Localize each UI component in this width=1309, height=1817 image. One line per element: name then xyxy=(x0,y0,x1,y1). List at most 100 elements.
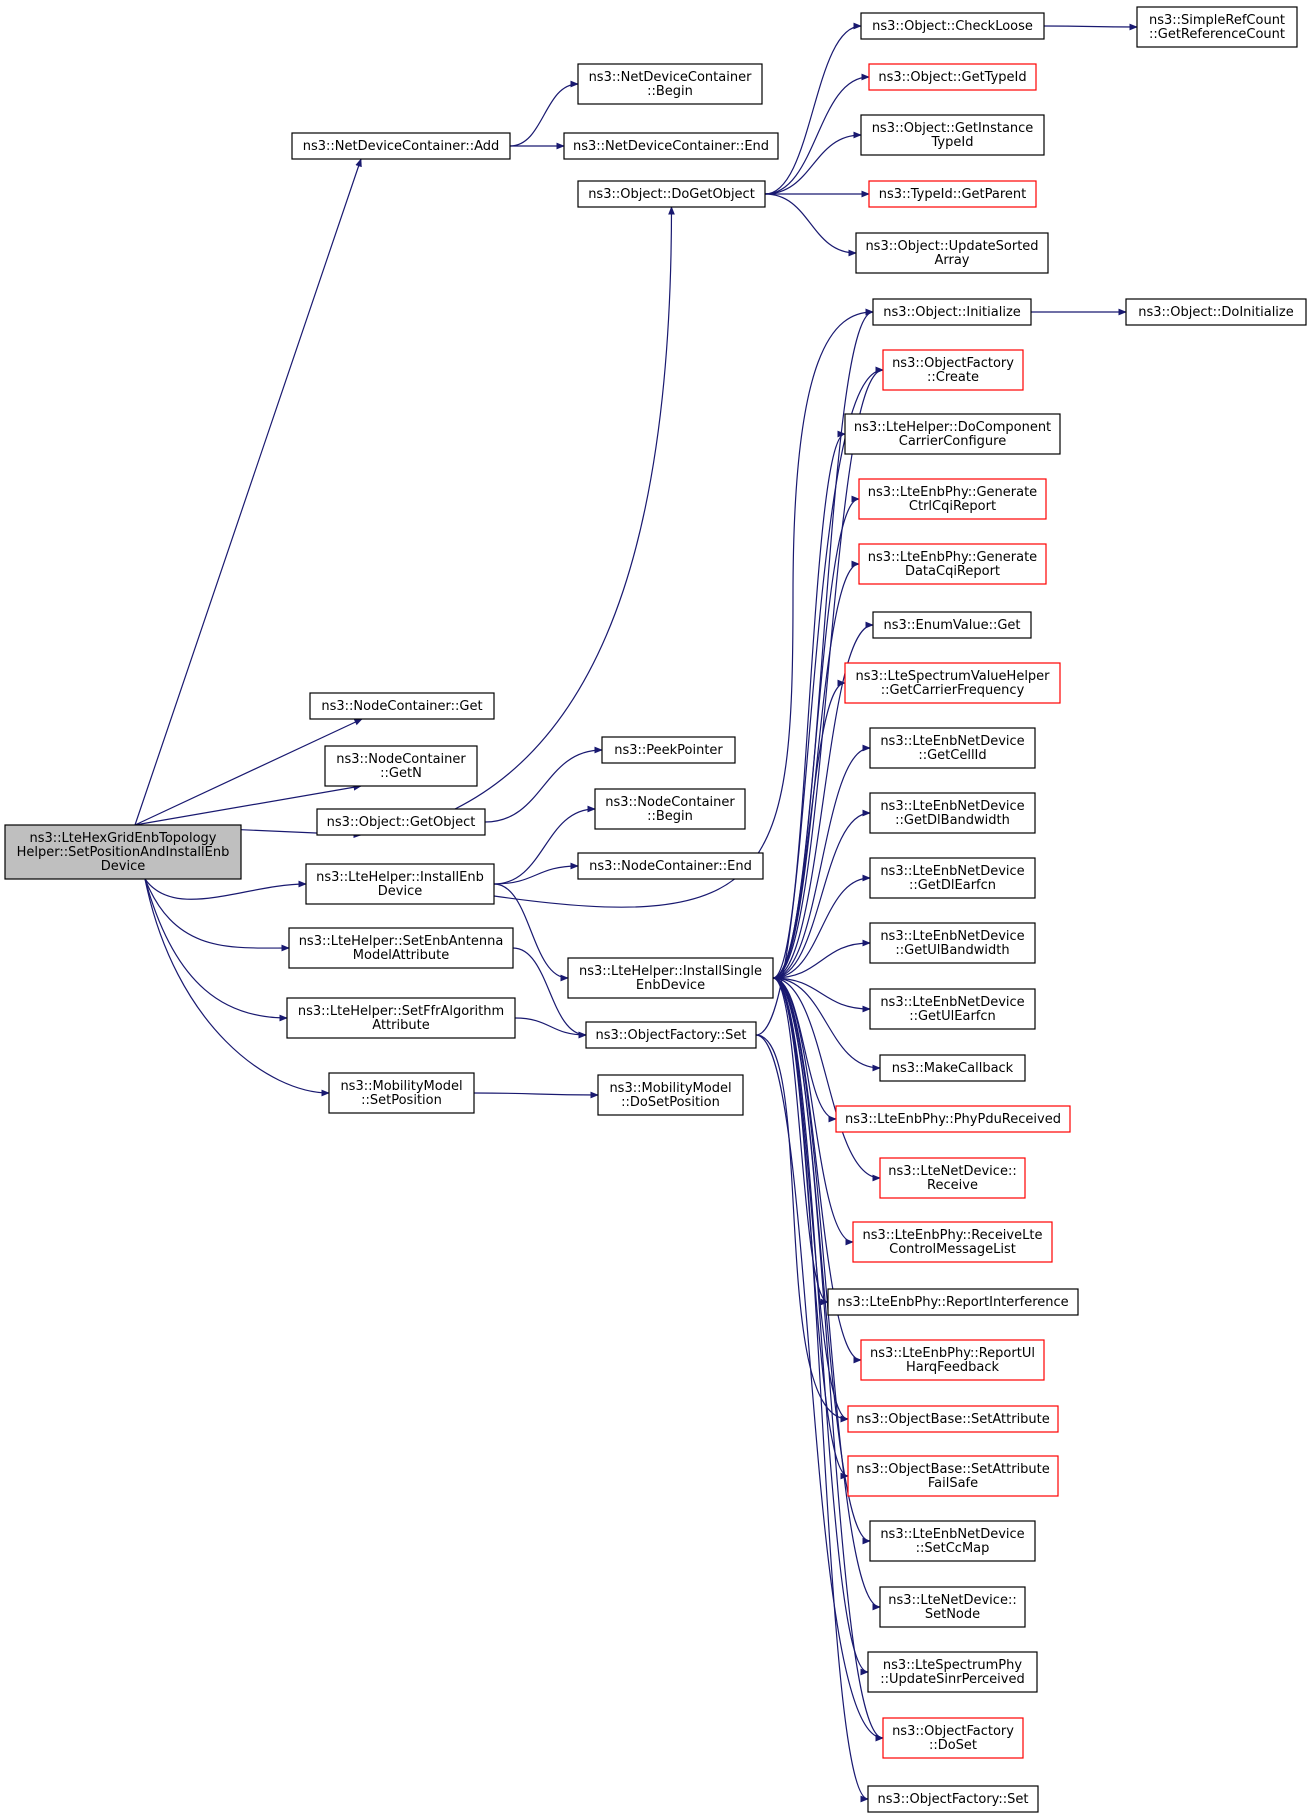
node-box-root[interactable] xyxy=(4,824,242,880)
node-makecallback[interactable]: ns3::MakeCallback xyxy=(879,1054,1026,1082)
node-box-enbnd_getulearfcn[interactable] xyxy=(869,988,1036,1030)
node-lte_setantenna[interactable]: ns3::LteHelper::SetEnbAntennaModelAttrib… xyxy=(288,927,514,969)
node-obj_checkloose[interactable]: ns3::Object::CheckLoose xyxy=(860,12,1045,40)
node-box-of_doset[interactable] xyxy=(882,1717,1024,1759)
node-obj_doinitialize[interactable]: ns3::Object::DoInitialize xyxy=(1125,298,1307,326)
node-enbnd_setccmap[interactable]: ns3::LteEnbNetDevice::SetCcMap xyxy=(869,1520,1036,1562)
node-of_create[interactable]: ns3::ObjectFactory::Create xyxy=(882,349,1024,391)
node-box-enbphy_gendata[interactable] xyxy=(858,543,1047,585)
node-box-ndc_add[interactable] xyxy=(291,132,511,160)
node-nc_end[interactable]: ns3::NodeContainer::End xyxy=(577,852,764,880)
node-box-nc_end[interactable] xyxy=(577,852,764,880)
node-spectrum_getcarrier[interactable]: ns3::LteSpectrumValueHelper::GetCarrierF… xyxy=(844,662,1061,704)
node-of_set_right[interactable]: ns3::ObjectFactory::Set xyxy=(867,1785,1039,1813)
node-ltend_setnode[interactable]: ns3::LteNetDevice::SetNode xyxy=(879,1586,1026,1628)
node-peekpointer[interactable]: ns3::PeekPointer xyxy=(601,736,736,764)
node-box-obj_updatesorted[interactable] xyxy=(855,232,1049,274)
node-enbnd_getdlearfcn[interactable]: ns3::LteEnbNetDevice::GetDlEarfcn xyxy=(869,857,1036,899)
node-box-of_create[interactable] xyxy=(882,349,1024,391)
node-box-lte_installenb[interactable] xyxy=(305,863,495,905)
node-box-ltend_setnode[interactable] xyxy=(879,1586,1026,1628)
node-box-mm_setpos[interactable] xyxy=(328,1072,475,1114)
node-box-nc_begin[interactable] xyxy=(594,788,746,830)
node-enumvalue_get[interactable]: ns3::EnumValue::Get xyxy=(872,611,1032,639)
node-box-lte_docomponent[interactable] xyxy=(844,413,1061,455)
node-box-enbphy_genctrl[interactable] xyxy=(858,478,1047,520)
node-box-lte_setffr[interactable] xyxy=(286,997,516,1039)
node-box-makecallback[interactable] xyxy=(879,1054,1026,1082)
node-enbnd_getulearfcn[interactable]: ns3::LteEnbNetDevice::GetUlEarfcn xyxy=(869,988,1036,1030)
node-enbphy_receivelte[interactable]: ns3::LteEnbPhy::ReceiveLteControlMessage… xyxy=(852,1221,1053,1263)
node-mm_dosetpos[interactable]: ns3::MobilityModel::DoSetPosition xyxy=(597,1074,744,1116)
node-box-lte_setantenna[interactable] xyxy=(288,927,514,969)
node-box-nc_getn[interactable] xyxy=(324,745,478,787)
node-box-enbnd_getcellid[interactable] xyxy=(869,727,1036,769)
node-box-ndc_begin[interactable] xyxy=(577,63,763,105)
node-box-obj_initialize[interactable] xyxy=(872,298,1032,326)
node-box-mm_dosetpos[interactable] xyxy=(597,1074,744,1116)
node-box-ltend_receive[interactable] xyxy=(879,1157,1026,1199)
node-box-of_set_right[interactable] xyxy=(867,1785,1039,1813)
node-box-typeid_getparent[interactable] xyxy=(868,180,1037,208)
node-box-objbase_setattrfs[interactable] xyxy=(847,1455,1059,1497)
node-box-spectrum_getcarrier[interactable] xyxy=(844,662,1061,704)
node-obj_initialize[interactable]: ns3::Object::Initialize xyxy=(872,298,1032,326)
node-box-ndc_end[interactable] xyxy=(563,132,779,160)
node-box-of_set_mid[interactable] xyxy=(585,1021,757,1049)
node-box-enbnd_getdlearfcn[interactable] xyxy=(869,857,1036,899)
node-ndc_add[interactable]: ns3::NetDeviceContainer::Add xyxy=(291,132,511,160)
node-box-peekpointer[interactable] xyxy=(601,736,736,764)
node-enbphy_reportinterf[interactable]: ns3::LteEnbPhy::ReportInterference xyxy=(827,1288,1079,1316)
node-of_set_mid[interactable]: ns3::ObjectFactory::Set xyxy=(585,1021,757,1049)
node-box-obj_dogetobject[interactable] xyxy=(577,180,766,208)
node-box-spectrumphy_update[interactable] xyxy=(867,1651,1038,1693)
node-box-obj_getobject[interactable] xyxy=(316,808,486,836)
node-box-enbphy_reportinterf[interactable] xyxy=(827,1288,1079,1316)
node-box-enbphy_receivelte[interactable] xyxy=(852,1221,1053,1263)
node-objbase_setattr[interactable]: ns3::ObjectBase::SetAttribute xyxy=(847,1405,1059,1433)
node-box-enbphy_phypdu[interactable] xyxy=(835,1105,1071,1133)
node-box-enbnd_getulbw[interactable] xyxy=(869,922,1036,964)
node-of_doset[interactable]: ns3::ObjectFactory::DoSet xyxy=(882,1717,1024,1759)
node-nc_getn[interactable]: ns3::NodeContainer::GetN xyxy=(324,745,478,787)
node-enbnd_getdlbw[interactable]: ns3::LteEnbNetDevice::GetDlBandwidth xyxy=(869,792,1036,834)
node-enbphy_phypdu[interactable]: ns3::LteEnbPhy::PhyPduReceived xyxy=(835,1105,1071,1133)
node-nc_begin[interactable]: ns3::NodeContainer::Begin xyxy=(594,788,746,830)
node-root[interactable]: ns3::LteHexGridEnbTopologyHelper::SetPos… xyxy=(4,824,242,880)
node-nc_get[interactable]: ns3::NodeContainer::Get xyxy=(309,692,495,720)
node-box-enbnd_getdlbw[interactable] xyxy=(869,792,1036,834)
node-ltend_receive[interactable]: ns3::LteNetDevice::Receive xyxy=(879,1157,1026,1199)
node-box-obj_getinstancetypeid[interactable] xyxy=(860,114,1045,156)
node-box-obj_gettypeid[interactable] xyxy=(868,63,1037,91)
node-spectrumphy_update[interactable]: ns3::LteSpectrumPhy::UpdateSinrPerceived xyxy=(867,1651,1038,1693)
node-box-enbnd_setccmap[interactable] xyxy=(869,1520,1036,1562)
node-box-nc_get[interactable] xyxy=(309,692,495,720)
node-box-enbphy_reportul[interactable] xyxy=(860,1339,1045,1381)
node-box-obj_doinitialize[interactable] xyxy=(1125,298,1307,326)
node-obj_gettypeid[interactable]: ns3::Object::GetTypeId xyxy=(868,63,1037,91)
node-enbnd_getcellid[interactable]: ns3::LteEnbNetDevice::GetCellId xyxy=(869,727,1036,769)
node-box-lte_installsingle[interactable] xyxy=(567,957,774,999)
node-ndc_end[interactable]: ns3::NetDeviceContainer::End xyxy=(563,132,779,160)
node-typeid_getparent[interactable]: ns3::TypeId::GetParent xyxy=(868,180,1037,208)
node-enbnd_getulbw[interactable]: ns3::LteEnbNetDevice::GetUlBandwidth xyxy=(869,922,1036,964)
node-box-enumvalue_get[interactable] xyxy=(872,611,1032,639)
node-simplerefcount[interactable]: ns3::SimpleRefCount::GetReferenceCount xyxy=(1136,6,1298,48)
node-lte_docomponent[interactable]: ns3::LteHelper::DoComponentCarrierConfig… xyxy=(844,413,1061,455)
node-mm_setpos[interactable]: ns3::MobilityModel::SetPosition xyxy=(328,1072,475,1114)
node-box-obj_checkloose[interactable] xyxy=(860,12,1045,40)
node-obj_dogetobject[interactable]: ns3::Object::DoGetObject xyxy=(577,180,766,208)
node-ndc_begin[interactable]: ns3::NetDeviceContainer::Begin xyxy=(577,63,763,105)
node-box-objbase_setattr[interactable] xyxy=(847,1405,1059,1433)
node-obj_getobject[interactable]: ns3::Object::GetObject xyxy=(316,808,486,836)
node-box-simplerefcount[interactable] xyxy=(1136,6,1298,48)
